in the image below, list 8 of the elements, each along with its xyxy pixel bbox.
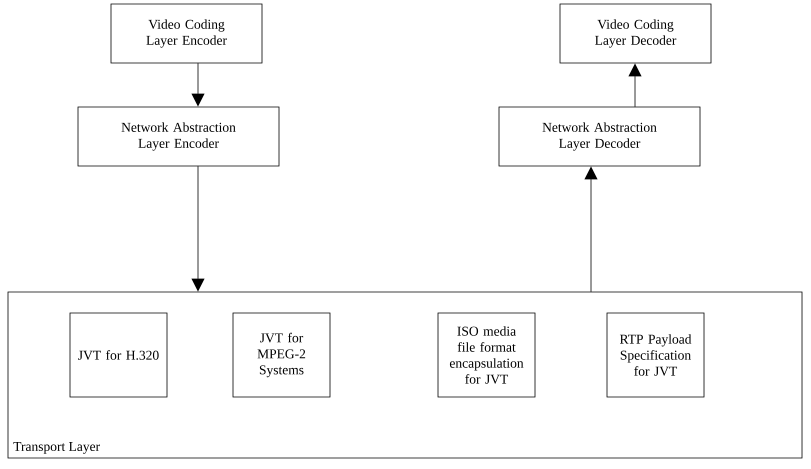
process-box: Network Abstraction Layer Encoder — [78, 106, 280, 166]
process-box: Video Coding Layer Decoder — [560, 4, 712, 64]
process-box: JVT for H.320 — [70, 312, 168, 398]
process-box: Video Coding Layer Encoder — [110, 4, 262, 64]
process-box: Network Abstraction Layer Decoder — [498, 106, 700, 166]
process-box: ISO media file format encapsulation for JVT — [438, 312, 536, 398]
process-box: RTP Payload Specification for JVT — [606, 312, 704, 398]
process-box: JVT for MPEG-2 Systems — [232, 312, 330, 398]
